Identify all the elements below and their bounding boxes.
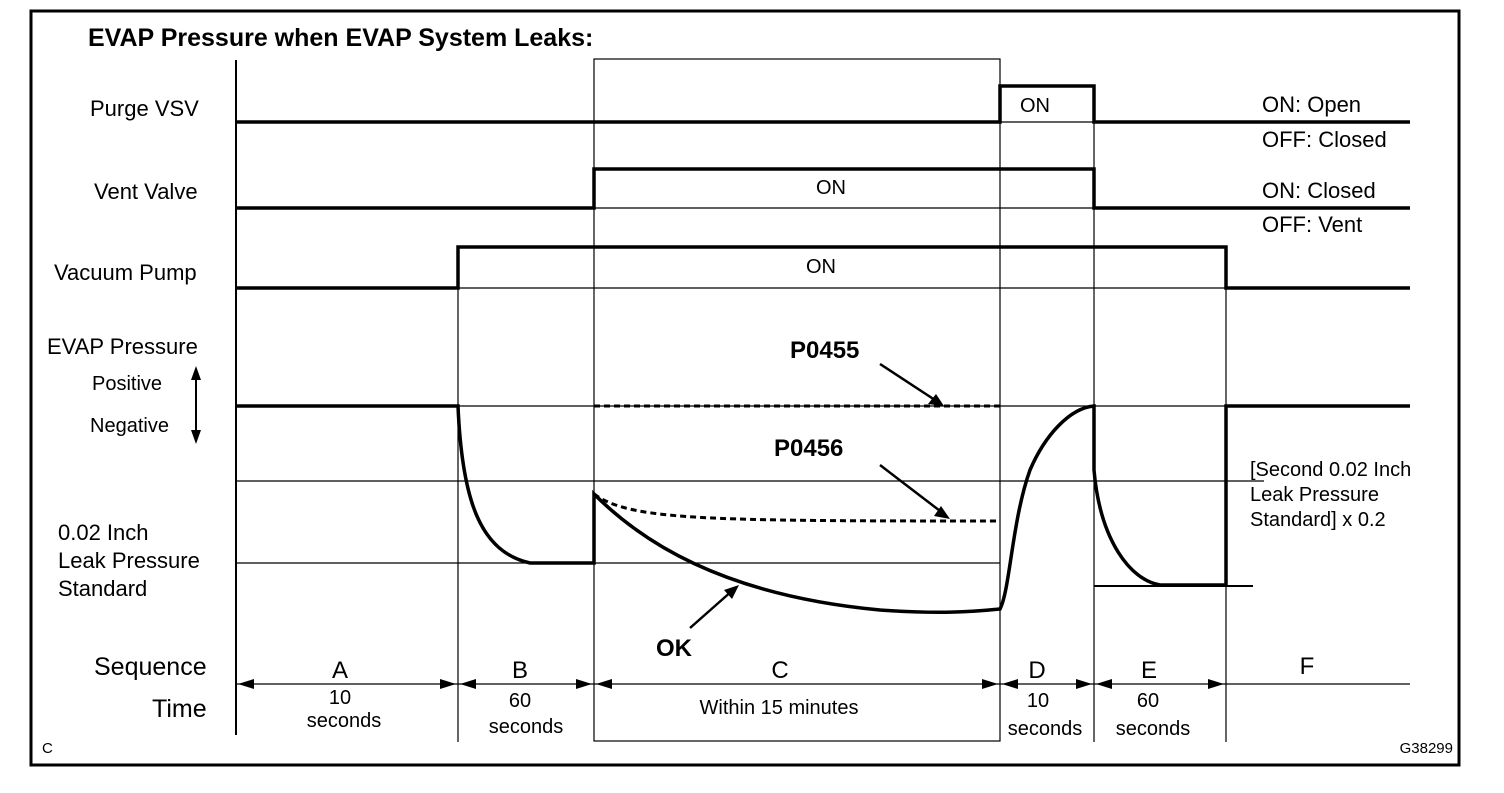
legend-purge-on: ON: Open xyxy=(1262,92,1361,117)
p0456-dashed-curve xyxy=(593,492,1001,523)
p0455-label: P0455 xyxy=(790,337,859,364)
purge-vsv-label: Purge VSV xyxy=(90,96,199,121)
phase-d-time-2: seconds xyxy=(1008,718,1083,740)
p0456-label: P0456 xyxy=(774,435,843,462)
second-standard-label-1: [Second 0.02 Inch xyxy=(1250,459,1411,481)
arrow-b-left-icon xyxy=(460,679,476,689)
arrow-a-left-icon xyxy=(238,679,254,689)
sequence-label: Sequence xyxy=(94,653,207,681)
diagram-frame xyxy=(29,9,1461,767)
evap-pressure-label: EVAP Pressure xyxy=(47,334,198,359)
phase-b-time-2: seconds xyxy=(489,716,564,738)
p0456-arrowhead-icon xyxy=(934,506,950,519)
phase-e-time-2: seconds xyxy=(1116,718,1191,740)
legend-purge-off: OFF: Closed xyxy=(1262,127,1387,152)
p0455-arrowhead-icon xyxy=(928,394,944,406)
p0455-pointer xyxy=(879,362,939,404)
arrow-d-left-icon xyxy=(1002,679,1018,689)
phase-e-time-1: 60 xyxy=(1137,690,1159,712)
phase-b-letter: B xyxy=(512,657,528,684)
pump-on-label: ON xyxy=(806,256,836,278)
standard-label-2: Leak Pressure xyxy=(58,548,200,573)
phase-e-letter: E xyxy=(1141,657,1157,684)
diagram-title: EVAP Pressure when EVAP System Leaks: xyxy=(88,24,593,52)
vent-valve-signal xyxy=(236,167,1410,210)
arrow-c-right-icon xyxy=(982,679,998,689)
purge-vsv-signal xyxy=(236,84,1410,124)
phase-d-time-1: 10 xyxy=(1027,690,1049,712)
up-arrow-icon xyxy=(191,366,201,380)
phase-c-time-1: Within 15 minutes xyxy=(700,697,859,719)
phase-a-time-1: 10 xyxy=(329,687,351,709)
negative-label: Negative xyxy=(90,415,169,437)
vacuum-pump-signal xyxy=(236,245,1410,290)
arrow-e-left-icon xyxy=(1096,679,1112,689)
vent-valve-label: Vent Valve xyxy=(94,179,198,204)
second-standard-label-2: Leak Pressure xyxy=(1250,484,1379,506)
evap-pressure-curve xyxy=(236,404,1410,614)
arrow-a-right-icon xyxy=(440,679,456,689)
figure-id-label: G38299 xyxy=(1400,740,1453,757)
standard-label-1: 0.02 Inch xyxy=(58,520,149,545)
arrow-d-right-icon xyxy=(1076,679,1092,689)
phase-a-letter: A xyxy=(332,657,348,684)
ok-pointer xyxy=(689,589,734,629)
phase-a-time-2: seconds xyxy=(307,710,382,732)
arrow-e-right-icon xyxy=(1208,679,1224,689)
p0456-pointer xyxy=(879,464,945,515)
corner-left-label: C xyxy=(42,740,53,757)
time-label: Time xyxy=(152,695,207,723)
vacuum-pump-label: Vacuum Pump xyxy=(54,260,197,285)
phase-c-letter: C xyxy=(771,657,788,684)
purge-on-label: ON xyxy=(1020,95,1050,117)
ok-label: OK xyxy=(656,635,693,662)
down-arrow-icon xyxy=(191,430,201,444)
arrow-b-right-icon xyxy=(576,679,592,689)
phase-d-letter: D xyxy=(1028,657,1045,684)
phase-f-letter: F xyxy=(1300,653,1315,680)
legend-vent-on: ON: Closed xyxy=(1262,178,1376,203)
positive-label: Positive xyxy=(92,373,162,395)
phase-b-time-1: 60 xyxy=(509,690,531,712)
arrow-c-left-icon xyxy=(596,679,612,689)
vent-on-label: ON xyxy=(816,177,846,199)
ok-arrowhead-icon xyxy=(724,585,739,599)
phase-c-box xyxy=(593,58,1001,742)
standard-label-3: Standard xyxy=(58,576,147,601)
legend-vent-off: OFF: Vent xyxy=(1262,212,1362,237)
second-standard-label-3: Standard] x 0.2 xyxy=(1250,509,1386,531)
